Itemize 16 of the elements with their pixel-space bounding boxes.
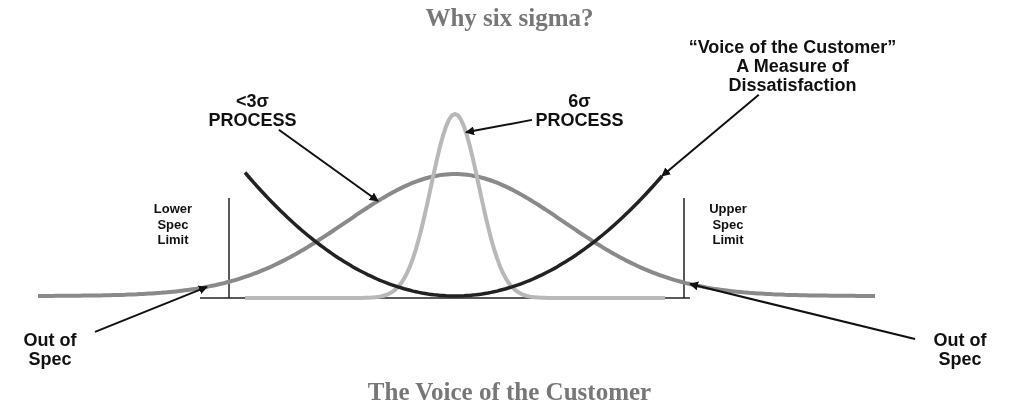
callout-text: “Voice of the Customer” A Measure of Dissatisfaction	[685, 38, 900, 95]
leader-arrow	[661, 93, 760, 177]
title: Why six sigma?	[424, 4, 595, 32]
callout-text: Out of Spec	[915, 331, 1005, 369]
leader-arrow	[277, 128, 379, 202]
leader-arrow	[689, 281, 916, 340]
leader-arrow	[94, 285, 208, 333]
caption: The Voice of the Customer	[366, 378, 653, 406]
spec-limit-label: Lower Spec Limit	[152, 201, 194, 248]
callout-text: <3σ PROCESS	[205, 92, 300, 130]
callout-text: Out of Spec	[5, 331, 95, 369]
callout-text: 6σ PROCESS	[532, 92, 627, 130]
bell-curve	[38, 172, 875, 298]
loss-curve	[243, 171, 664, 298]
spec-limit-label: Upper Spec Limit	[708, 201, 748, 248]
leader-arrow	[465, 118, 533, 136]
